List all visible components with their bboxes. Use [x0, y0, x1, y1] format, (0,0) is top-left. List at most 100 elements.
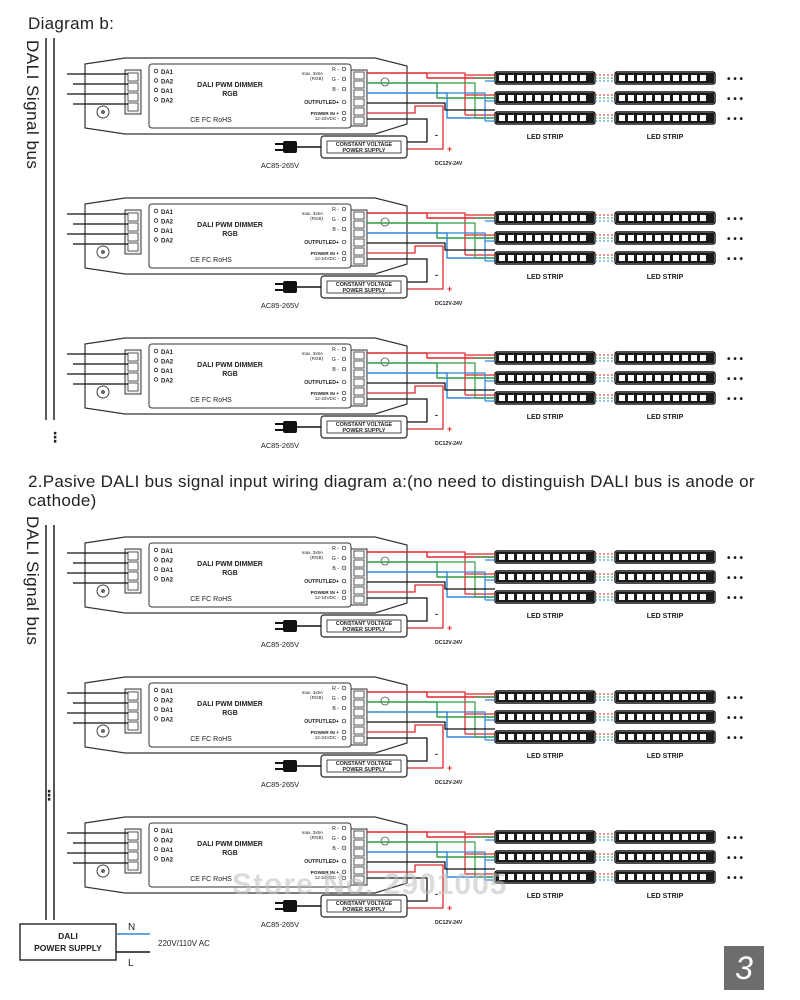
led-chip — [517, 235, 523, 241]
input-dot — [153, 697, 159, 702]
output-dot — [341, 545, 347, 551]
psu-label: CONSTANT VOLTAGE — [336, 282, 393, 288]
led-chip — [682, 215, 688, 221]
led-chip — [517, 694, 523, 700]
led-chip — [580, 694, 586, 700]
led-chip — [508, 95, 514, 101]
output-dot — [341, 216, 347, 222]
led-chip — [526, 395, 532, 401]
led-chip — [517, 215, 523, 221]
led-chip — [637, 574, 643, 580]
output-led-indicator — [380, 77, 390, 87]
led-chip — [544, 235, 550, 241]
input-terminal — [127, 851, 139, 861]
led-chip — [571, 714, 577, 720]
led-chip — [571, 355, 577, 361]
input-dot — [153, 227, 159, 233]
led-chip — [682, 355, 688, 361]
led-chip — [637, 834, 643, 840]
led-chip — [517, 115, 523, 121]
led-chip — [499, 255, 505, 261]
led-chip — [673, 874, 679, 880]
led-chip — [628, 355, 634, 361]
led-chip — [580, 594, 586, 600]
led-chip — [646, 594, 652, 600]
led-chip — [544, 395, 550, 401]
strip-continuation: • • • — [727, 394, 744, 405]
led-chip — [700, 355, 706, 361]
led-chip — [673, 355, 679, 361]
output-wire — [367, 561, 495, 578]
led-chip — [619, 115, 625, 121]
led-chip — [580, 854, 586, 860]
led-strip-segment — [614, 850, 716, 864]
led-chip — [562, 235, 568, 241]
psu-label: CONSTANT VOLTAGE — [336, 901, 393, 907]
led-chip — [535, 255, 541, 261]
led-chip — [517, 375, 523, 381]
dc-voltage-label: DC12V-24V — [435, 441, 463, 447]
led-chip — [535, 694, 541, 700]
led-chip — [553, 395, 559, 401]
led-chip — [562, 215, 568, 221]
dc-plus-sign: + — [447, 763, 452, 773]
led-chip — [628, 854, 634, 860]
led-chip — [682, 255, 688, 261]
output-label: B - — [332, 846, 339, 852]
led-chip — [526, 75, 532, 81]
input-dot — [153, 576, 159, 581]
led-chip — [535, 395, 541, 401]
input-dot — [153, 856, 159, 861]
power-wire-negative — [367, 877, 428, 902]
output-terminal — [353, 559, 365, 568]
led-chip — [664, 375, 670, 381]
led-chip — [691, 255, 697, 261]
led-chip — [508, 115, 514, 121]
led-strip-segment — [494, 251, 596, 265]
led-chip — [535, 854, 541, 860]
input-dot — [153, 687, 159, 693]
input-dot — [153, 68, 159, 74]
output-dot — [341, 86, 347, 92]
led-chip — [700, 375, 706, 381]
output-wire — [367, 691, 495, 698]
led-chip — [508, 355, 514, 361]
led-chip — [619, 375, 625, 381]
led-chip — [553, 734, 559, 740]
led-chip — [664, 395, 670, 401]
output-label: OUTPUTLED+ — [304, 380, 339, 386]
led-chip — [691, 694, 697, 700]
led-chip — [628, 834, 634, 840]
psu-label-box — [326, 619, 402, 633]
led-chip — [655, 95, 661, 101]
dimmer-title: DALI PWM DIMMER — [197, 561, 263, 568]
output-led-indicator — [380, 217, 390, 227]
led-chip — [646, 115, 652, 121]
led-chip — [499, 554, 505, 560]
input-terminal — [127, 551, 139, 561]
led-chip — [517, 714, 523, 720]
dc-plus-sign: + — [447, 284, 452, 294]
power-in-label: POWER IN + — [311, 870, 340, 876]
led-chip — [655, 75, 661, 81]
input-terminal — [127, 352, 139, 362]
led-chip — [526, 734, 532, 740]
led-chip — [655, 734, 661, 740]
cert-marks: CE FC RoHS — [190, 596, 232, 603]
led-chip — [628, 554, 634, 560]
led-chip — [580, 115, 586, 121]
led-chip — [691, 95, 697, 101]
led-chip — [682, 834, 688, 840]
led-chip — [700, 714, 706, 720]
output-terminal — [353, 577, 365, 586]
led-chip — [499, 834, 505, 840]
outputled-wire — [367, 581, 495, 590]
ac-plug-prong — [275, 423, 283, 425]
led-chip — [655, 235, 661, 241]
output-label: G - — [332, 357, 339, 363]
led-strip-segment — [614, 211, 716, 225]
led-chip — [637, 215, 643, 221]
led-chip — [664, 594, 670, 600]
led-chip — [700, 554, 706, 560]
input-terminal — [127, 102, 139, 112]
